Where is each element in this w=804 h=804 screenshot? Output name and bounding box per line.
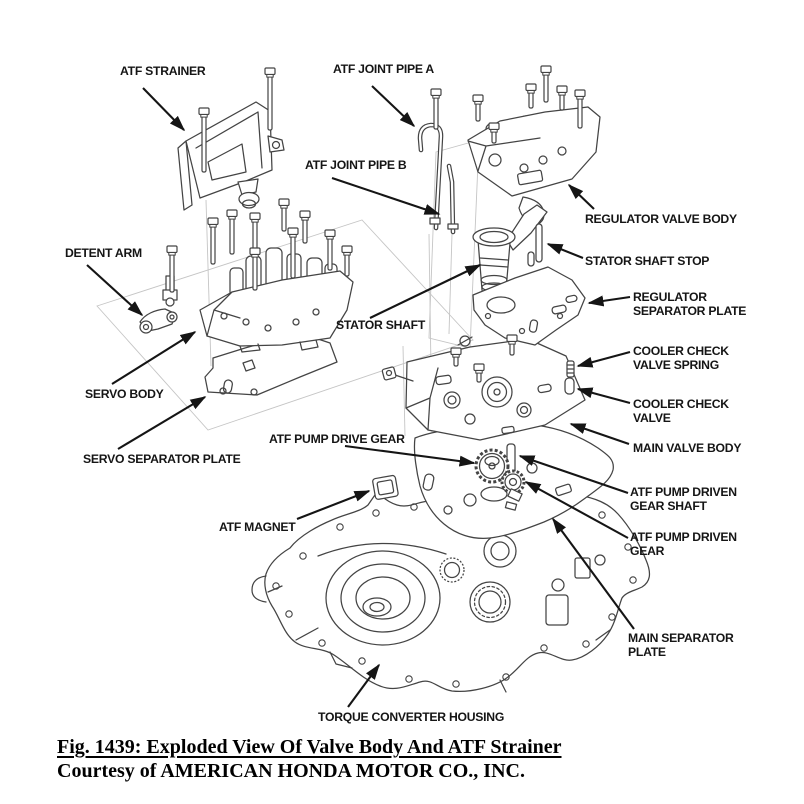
figure-caption-title: Fig. 1439: Exploded View Of Valve Body A… <box>57 736 562 758</box>
leader-arrow-torque-converter-housing <box>347 663 380 708</box>
atf-joint-pipes-drawing <box>417 122 459 235</box>
leader-arrow-main-valve-body <box>569 423 630 445</box>
cooler-check-valve-spring-part <box>566 360 575 378</box>
label-atf-pump-driven-gear-shaft: ATF PUMP DRIVEN GEAR SHAFT <box>630 485 737 513</box>
atf-strainer-drawing <box>177 101 285 211</box>
stator-shaft-stop-drawing <box>535 223 543 263</box>
bolt-drawing <box>525 83 537 109</box>
bolt-drawing <box>278 198 290 232</box>
bolt-drawing <box>207 217 219 265</box>
main-valve-body-drawing <box>381 335 586 441</box>
label-atf-joint-pipe-b: ATF JOINT PIPE B <box>305 158 407 172</box>
label-cooler-check-valve: COOLER CHECK VALVE <box>633 397 729 425</box>
bolt-drawing <box>472 94 484 122</box>
label-servo-separator-plate: SERVO SEPARATOR PLATE <box>83 452 241 466</box>
leader-arrow-atf-pump-driven-gear <box>524 481 629 539</box>
label-atf-strainer: ATF STRAINER <box>120 64 206 78</box>
leader-arrow-main-separator-plate <box>552 517 635 630</box>
leader-arrow-atf-magnet <box>296 490 371 520</box>
regulator-separator-plate-drawing <box>472 251 586 346</box>
label-servo-body: SERVO BODY <box>85 387 164 401</box>
atf-magnet-drawing <box>372 474 399 500</box>
stator-shaft-drawing <box>472 204 548 297</box>
leader-arrow-atf-pump-drive-gear <box>344 444 476 467</box>
bolt-drawing <box>556 85 568 111</box>
bolt-drawing <box>249 247 261 291</box>
leader-arrow-atf-pump-driven-gear-shaft <box>518 455 629 494</box>
atf-pump-driven-gear-part <box>500 469 526 495</box>
label-stator-shaft-stop: STATOR SHAFT STOP <box>585 254 710 268</box>
bolt-drawing <box>341 245 353 277</box>
label-main-separator-plate: MAIN SEPARATOR PLATE <box>628 631 734 659</box>
leader-arrow-atf-joint-pipe-a <box>371 85 416 128</box>
bolt-drawing <box>226 209 238 255</box>
label-stator-shaft: STATOR SHAFT <box>336 318 426 332</box>
label-atf-joint-pipe-a: ATF JOINT PIPE A <box>333 62 434 76</box>
leader-arrow-servo-separator-plate <box>117 396 207 450</box>
bolt-drawing <box>324 229 336 271</box>
atf-pump-drive-gear-part <box>474 448 510 484</box>
leader-arrow-atf-strainer <box>142 87 186 132</box>
figure-caption-courtesy: Courtesy of AMERICAN HONDA MOTOR CO., IN… <box>57 760 525 782</box>
leader-arrow-atf-joint-pipe-b <box>331 177 441 215</box>
bolt-drawing <box>264 67 276 131</box>
leader-arrow-stator-shaft-stop <box>546 243 584 259</box>
label-atf-pump-driven-gear: ATF PUMP DRIVEN GEAR <box>630 530 737 558</box>
atf-pump-gears-drawing <box>474 443 526 511</box>
label-cooler-check-valve-spring: COOLER CHECK VALVE SPRING <box>633 344 729 372</box>
seal-ring <box>480 486 508 502</box>
leader-arrow-regulator-valve-body <box>567 183 595 210</box>
bolt-drawing <box>540 65 552 103</box>
cooler-check-valve-part <box>564 377 575 395</box>
bolt-drawing <box>198 107 210 173</box>
bolt-drawing <box>450 347 462 367</box>
torque-converter-housing-drawing <box>251 491 651 693</box>
label-regulator-valve-body: REGULATOR VALVE BODY <box>585 212 737 226</box>
label-atf-pump-drive-gear: ATF PUMP DRIVE GEAR <box>269 432 405 446</box>
label-regulator-separator-plate: REGULATOR SEPARATOR PLATE <box>633 290 747 318</box>
label-torque-converter-housing: TORQUE CONVERTER HOUSING <box>318 710 505 724</box>
leader-arrow-regulator-separator-plate <box>587 295 631 307</box>
bolt-drawing <box>488 122 500 144</box>
atf-joint-pipe-a-part <box>417 122 444 231</box>
manual-valve-rod <box>394 374 414 382</box>
label-main-valve-body: MAIN VALVE BODY <box>633 441 742 455</box>
leader-arrow-cooler-check-valve-spring <box>576 350 631 368</box>
bolt-drawing <box>287 227 299 279</box>
leader-arrow-servo-body <box>111 331 197 385</box>
label-atf-magnet: ATF MAGNET <box>219 520 296 534</box>
bolt-drawing <box>430 88 442 130</box>
bolt-drawing <box>574 89 586 129</box>
bolts-group <box>166 65 586 383</box>
bolt-drawing <box>506 334 518 356</box>
leader-arrow-cooler-check-valve <box>576 387 631 405</box>
bolt-drawing <box>299 210 311 244</box>
leader-arrows <box>86 85 635 708</box>
bolt-drawing <box>249 212 261 252</box>
leader-arrow-detent-arm <box>86 264 144 317</box>
atf-joint-pipe-b-part <box>446 163 459 235</box>
detent-arm-drawing <box>139 275 178 334</box>
bolt-drawing <box>166 245 178 293</box>
bolt-drawing <box>473 363 485 383</box>
label-detent-arm: DETENT ARM <box>65 246 142 260</box>
leader-arrow-stator-shaft <box>369 264 482 319</box>
